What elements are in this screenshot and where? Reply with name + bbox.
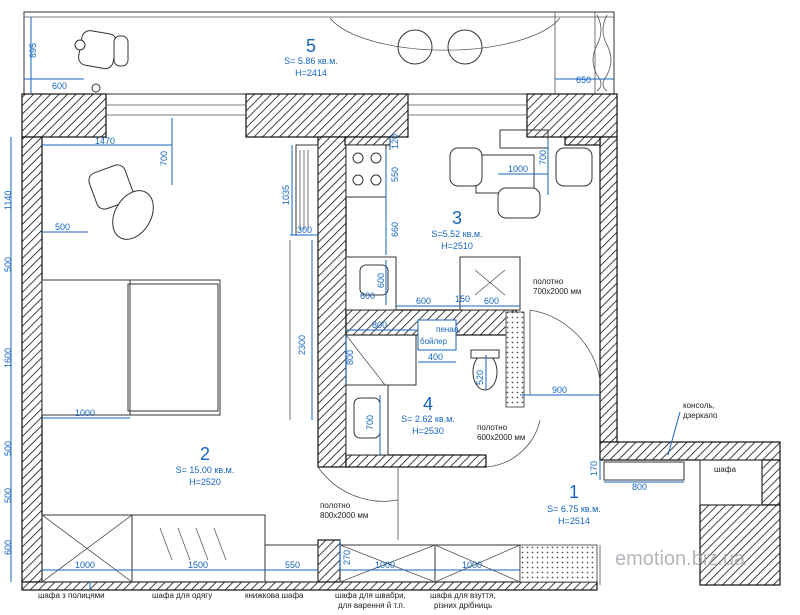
dim-270: 270: [342, 550, 352, 565]
label-shelves: шафа з полицями: [38, 591, 105, 600]
dim-1000-bed: 1000: [75, 408, 95, 418]
svg-text:4: 4: [423, 394, 433, 414]
door-note-kitchen-2: 700x2000 мм: [533, 287, 581, 296]
svg-text:5: 5: [306, 36, 316, 56]
svg-text:S= 15.00 кв.м.: S= 15.00 кв.м.: [176, 465, 235, 475]
label-books: книжкова шафа: [245, 591, 304, 600]
door-note-room-1: полотно: [320, 501, 351, 510]
room-label-4: 4 S= 2.62 кв.м. H=2530: [401, 394, 455, 436]
label-console-2: дзеркало: [683, 411, 718, 420]
room-label-5: 5 S= 5.86 кв.м. H=2414: [284, 36, 338, 78]
room-2-furniture: [41, 144, 399, 583]
dim-600-sink-h: 600: [376, 273, 386, 288]
room-label-1: 1 S= 6.75 кв.м. H=2514: [547, 482, 601, 526]
label-clothes: шафа для одягу: [152, 591, 212, 600]
dim-500-desk: 500: [55, 222, 70, 232]
dim-660: 660: [390, 222, 400, 237]
dim-500-left1: 500: [3, 257, 13, 272]
svg-text:2: 2: [200, 444, 210, 464]
dim-1000-shelves: 1000: [75, 560, 95, 570]
dim-600-right: 600: [484, 296, 499, 306]
door-note-kitchen-1: полотно: [533, 277, 564, 286]
svg-text:H=2414: H=2414: [295, 68, 327, 78]
dim-1500: 1500: [188, 560, 208, 570]
balcony: 895 600 650: [23, 11, 615, 95]
svg-text:1: 1: [569, 482, 579, 502]
svg-text:S=5.52 кв.м.: S=5.52 кв.м.: [431, 229, 482, 239]
dim-700-table: 700: [538, 150, 548, 165]
dim-150: 150: [455, 294, 470, 304]
dim-500-left3: 500: [3, 488, 13, 503]
dim-1035: 1035: [281, 185, 291, 205]
dim-550-kitchen: 550: [390, 167, 400, 182]
room-label-2: 2 S= 15.00 кв.м. H=2520: [176, 444, 235, 487]
room-label-3: 3 S=5.52 кв.м. H=2510: [431, 208, 482, 251]
label-penal-2: бойлер: [420, 337, 448, 346]
dim-550-books: 550: [285, 560, 300, 570]
svg-text:S= 2.62 кв.м.: S= 2.62 кв.м.: [401, 414, 455, 424]
dim-600-balcony: 600: [52, 81, 67, 91]
door-note-bath-1: полотно: [477, 423, 508, 432]
dim-900: 900: [552, 385, 567, 395]
dim-1000-shoes: 1000: [462, 560, 482, 570]
dim-1470: 1470: [95, 136, 115, 146]
label-broom-1: шафа для швабри,: [335, 591, 406, 600]
dim-895: 895: [28, 43, 38, 58]
dim-650: 650: [576, 75, 591, 85]
label-penal-1: пенал,: [436, 325, 461, 334]
label-closet: шафа: [714, 465, 736, 474]
armchair-balcony: [74, 30, 129, 93]
dim-400: 400: [428, 352, 443, 362]
door-note-room-2: 800x2000 мм: [320, 511, 368, 520]
dim-800-bath-v: 800: [345, 350, 355, 365]
dim-600-sink-w: 600: [360, 291, 375, 301]
room-4-dims: 800 800 400 520 700 пенал, бойлер: [345, 320, 487, 455]
svg-text:H=2510: H=2510: [441, 241, 473, 251]
room-1-dims: 900 170 800 270 1000 1000 шафа консоль, …: [339, 385, 736, 571]
room-3-dims: 120 550 660 1000 700 600 600 600 150 600: [360, 134, 549, 307]
door-note-bath-2: 600x2000 мм: [477, 433, 525, 442]
dim-1000-broom: 1000: [375, 560, 395, 570]
dim-1140: 1140: [3, 191, 13, 210]
room-1-furniture: [339, 459, 763, 585]
dim-2300: 2300: [297, 335, 307, 355]
dim-700-bath: 700: [365, 415, 375, 430]
dim-600-left: 600: [3, 540, 13, 555]
svg-text:S= 5.86 кв.м.: S= 5.86 кв.м.: [284, 56, 338, 66]
dim-800-console: 800: [632, 482, 647, 492]
dim-800-bath: 800: [372, 320, 387, 330]
svg-text:3: 3: [452, 208, 462, 228]
svg-text:H=2520: H=2520: [189, 477, 221, 487]
dim-1600: 1600: [3, 348, 13, 368]
dim-500-left2: 500: [3, 441, 13, 456]
watermark: emotion.biz.ua: [615, 548, 746, 570]
room-3-furniture: [345, 129, 601, 408]
dim-600-mid: 600: [416, 296, 431, 306]
dim-300: 300: [297, 225, 312, 235]
room-4-furniture: [345, 319, 541, 468]
svg-text:H=2514: H=2514: [558, 516, 590, 526]
dim-520: 520: [475, 370, 485, 385]
dim-700-room2: 700: [159, 151, 169, 166]
dim-120: 120: [390, 134, 400, 149]
walls: [21, 93, 781, 591]
dim-1000-table: 1000: [508, 164, 528, 174]
room-2-dims: 1470 700 1140 500 500 1600 1000 500 500 …: [3, 118, 318, 582]
label-console-1: консоль,: [683, 401, 715, 410]
svg-text:H=2530: H=2530: [412, 426, 444, 436]
svg-text:S= 6.75 кв.м.: S= 6.75 кв.м.: [547, 504, 601, 514]
label-shoes-2: різних дрібниць: [434, 601, 492, 610]
label-broom-2: для варення й т.п.: [338, 601, 405, 610]
dim-170: 170: [589, 461, 599, 476]
label-shoes-1: шафа для взуття,: [430, 591, 496, 600]
